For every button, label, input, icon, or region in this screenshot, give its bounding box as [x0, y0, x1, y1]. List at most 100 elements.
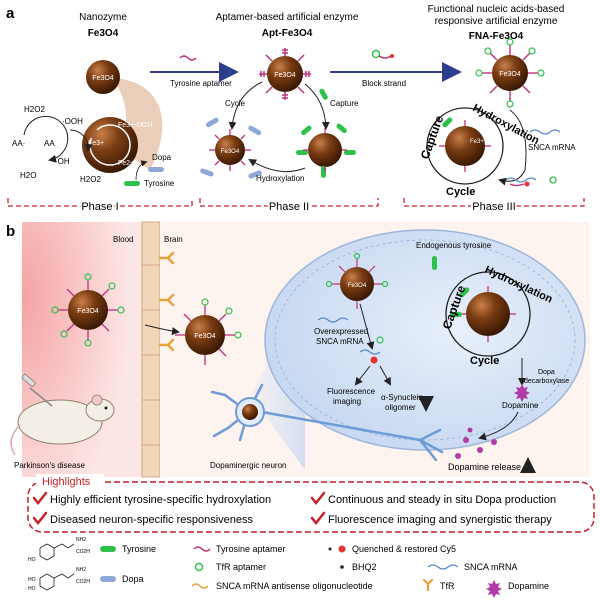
legend-bhq2: BHQ2: [352, 562, 377, 572]
tyrosine-label-a: Tyrosine: [144, 179, 175, 188]
panel-b-label: b: [6, 223, 15, 240]
legend-snca-icon: [427, 564, 459, 570]
brain-particle-strands: [175, 305, 235, 365]
hydroxylation-label-phase2: Hydroxylation: [256, 174, 304, 183]
phase2-left-particle: [215, 135, 245, 165]
dopamine-label-cell: Dopamine: [502, 401, 539, 410]
synuclein-line2: oligomer: [385, 403, 416, 412]
h2o-label: H2O: [20, 171, 36, 180]
legend-tyrosine-aptamer: Tyrosine aptamer: [216, 544, 286, 554]
fna-particle-strands: [482, 45, 538, 101]
hydroxylation-arrow-phase2: [248, 158, 306, 173]
legend-antisense-icon: [191, 583, 209, 589]
h2o2-bottom: H2O2: [80, 175, 101, 184]
fluorescence-arrow: [354, 365, 371, 386]
arrow2-label: Block strand: [362, 79, 406, 88]
brain-particle: [185, 315, 225, 355]
phase2-left-dopa-pills: [200, 117, 262, 179]
cell-cycle-tyrosine: [459, 287, 470, 298]
block-strand-icon: [371, 49, 394, 59]
legend-tfr-aptamer-icon: [194, 562, 204, 572]
fna-cycle-tyrosine: [442, 117, 453, 128]
fna-title-line2: responsive artificial enzyme: [435, 16, 558, 27]
phase2-bracket: [199, 198, 379, 207]
legend-antisense: SNCA mRNA antisense oligonucleotide: [216, 581, 373, 591]
bbb-barrier-joints: [142, 264, 160, 446]
dopa-struct-ho-a: HO: [28, 577, 36, 583]
blood-particle-label: Fe3O4: [77, 308, 99, 315]
h2o2-top: H2O2: [24, 105, 45, 114]
fna-title-line3: FNA-Fe3O4: [469, 31, 524, 42]
apt-particle: [267, 56, 303, 92]
tyrosine-pill-a: [124, 181, 140, 186]
snca-label-phase3: SNCA mRNA: [528, 143, 576, 152]
released-strands: [505, 176, 557, 187]
brain-label: Brain: [164, 235, 183, 244]
legend-tyrosine-pill: [100, 546, 116, 552]
phase2-right-tyrosines: [296, 123, 356, 178]
tyrosine-struct-nh2: NH2: [76, 537, 86, 543]
tyrosine-structure: [39, 543, 75, 561]
bbb-barrier: [141, 221, 161, 478]
fna-release-arrow: [498, 109, 527, 186]
cell-left-rings: [325, 252, 389, 288]
capture-arrow-phase2: [304, 83, 330, 130]
apt-particle-label: Fe3O4: [274, 72, 296, 79]
cell-cycle-tyrosine-2: [450, 312, 462, 317]
fna-particle: [492, 55, 528, 91]
phase2-right-particle: [308, 133, 342, 167]
tyrosine-struct-co2h: CO2H: [76, 549, 90, 555]
cell-left-strands: [332, 259, 382, 309]
highlights-title: Highlights: [42, 476, 91, 488]
panel-a-label: a: [6, 5, 15, 22]
check-icon-3: [32, 511, 48, 526]
legend-dopa-pill: [100, 576, 116, 582]
mouse-illustration: [10, 373, 115, 456]
neuron-particle: [242, 404, 258, 420]
phase2-left-aptamers: [209, 129, 251, 171]
legend-dopa: Dopa: [122, 574, 144, 584]
fna-particle-label: Fe3O4: [499, 71, 521, 78]
dopamine-release-label: Dopamine release: [448, 462, 521, 472]
legend-dopamine-icon: [486, 580, 502, 598]
aptamer-icon-arrow1: [179, 55, 197, 61]
released-dopamine-stars: [455, 427, 497, 459]
neuron-label: Dopaminergic neuron: [210, 461, 287, 470]
cycle-arrow-left: [23, 115, 69, 163]
dopa-struct-ho-b: HO: [28, 586, 36, 592]
legend-tfr-aptamer: TfR aptamer: [216, 562, 266, 572]
cell-particle-left-label: Fe3O4: [348, 283, 367, 289]
apt-particle-aptamers: [259, 48, 311, 100]
endogenous-label: Endogenous tyrosine: [416, 241, 492, 250]
cell-cycle-strands: [460, 286, 516, 342]
phase1-bracket: [7, 198, 193, 207]
legend-snca-mrna: SNCA mRNA: [464, 562, 518, 572]
fna-cycle-strands: [439, 120, 491, 172]
fna-fe-label: Fe3+: [470, 139, 484, 145]
cycle-label-phase2: Cycle: [225, 99, 246, 108]
overexpressed-line1: Overexpressed: [314, 327, 368, 336]
legend-quenched-cy5: Quenched & restored Cy5: [352, 544, 456, 554]
cell-snca-complex: [359, 336, 384, 364]
brain-particle-rings: [201, 298, 242, 339]
oh-label: ·OH: [55, 157, 70, 166]
highlight-item-3: Diseased neuron-specific responsiveness: [50, 514, 253, 526]
nanozyme-title: Nanozyme: [79, 12, 127, 23]
overexpressed-line2: SNCA mRNA: [316, 337, 364, 346]
aa-right: AA: [44, 139, 55, 148]
fna-cycle-ring: [426, 107, 504, 185]
dopamine-star-cell: [514, 384, 530, 402]
capture-label-phase3: Capture: [418, 113, 447, 161]
aa-left: AA·: [12, 139, 25, 148]
legend-bhq2-icon: [340, 565, 344, 569]
neuron-cell: [264, 229, 586, 451]
cycle-label-phase3: Cycle: [446, 186, 475, 198]
legend-dopamine: Dopamine: [508, 581, 549, 591]
legend-tfr: TfR: [440, 581, 455, 591]
transcytosis-arrow: [144, 324, 180, 336]
check-icon-1: [32, 491, 48, 506]
dopa-struct-nh2: NH2: [76, 567, 86, 573]
legend-tyrosine: Tyrosine: [122, 544, 156, 554]
fe3-label: Fe3+: [88, 140, 104, 147]
